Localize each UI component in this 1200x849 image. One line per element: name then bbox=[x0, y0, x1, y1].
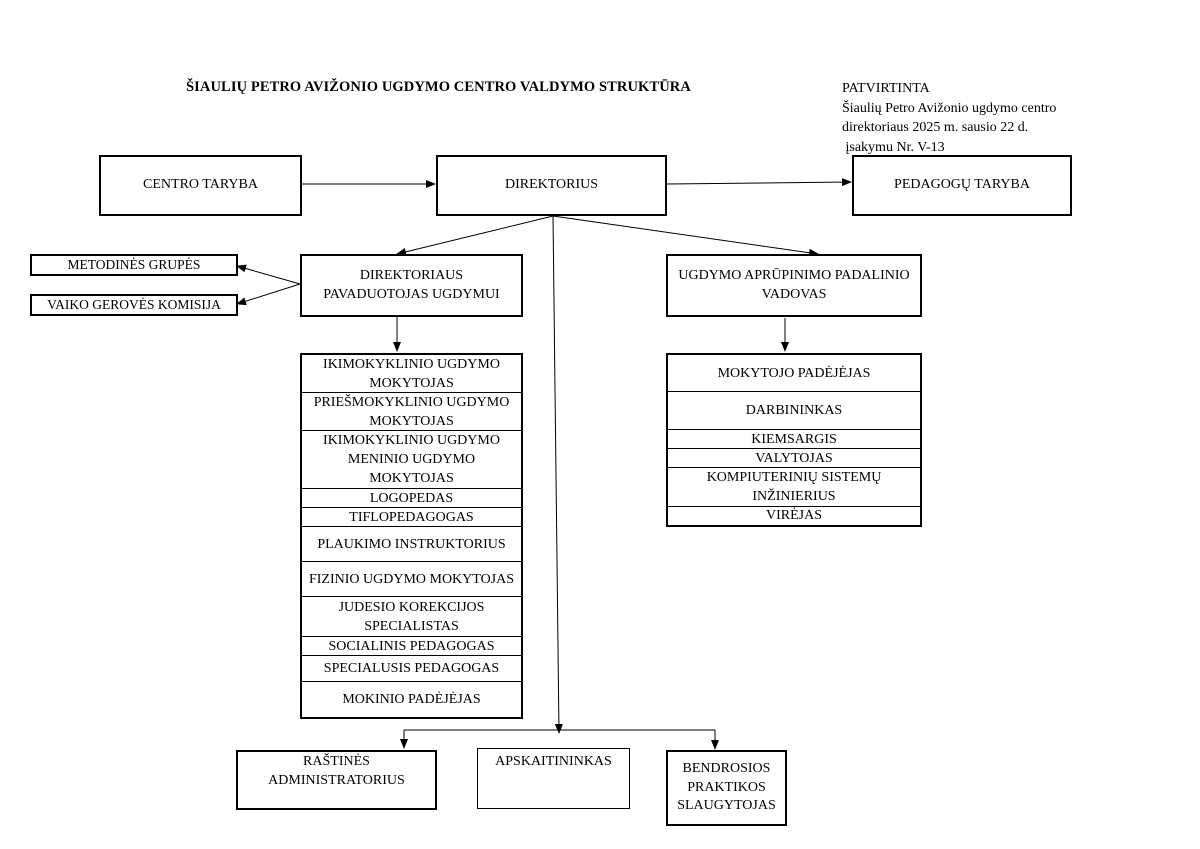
staff-item: IKIMOKYKLINIO UGDYMO MOKYTOJAS bbox=[302, 355, 521, 393]
staff-item: FIZINIO UGDYMO MOKYTOJAS bbox=[302, 562, 521, 597]
staff-item: PLAUKIMO INSTRUKTORIUS bbox=[302, 527, 521, 562]
box-rastines-administratorius: RAŠTINĖS ADMINISTRATORIUS bbox=[236, 750, 437, 810]
staff-item: PRIEŠMOKYKLINIO UGDYMO MOKYTOJAS bbox=[302, 393, 521, 431]
staff-item: MOKINIO PADĖJĖJAS bbox=[342, 691, 481, 707]
staff-item: JUDESIO KOREKCIJOS SPECIALISTAS bbox=[302, 597, 521, 637]
box-pedagogu-taryba: PEDAGOGŲ TARYBA bbox=[852, 155, 1072, 216]
box-direktorius: DIREKTORIUS bbox=[436, 155, 667, 216]
approval-line-2: Šiaulių Petro Avižonio ugdymo centro bbox=[842, 100, 1057, 116]
staff-item: KIEMSARGIS bbox=[668, 430, 920, 449]
box-vaiko-geroves-komisija: VAIKO GEROVĖS KOMISIJA bbox=[30, 294, 238, 316]
staff-item: LOGOPEDAS bbox=[302, 489, 521, 508]
approval-line-1: PATVIRTINTA bbox=[842, 81, 930, 96]
staff-item: VALYTOJAS bbox=[668, 449, 920, 468]
box-slaugytojas: BENDROSIOS PRAKTIKOS SLAUGYTOJAS bbox=[666, 750, 787, 826]
box-apskaitininkas: APSKAITININKAS bbox=[477, 748, 630, 809]
staff-item: DARBININKAS bbox=[668, 392, 920, 430]
staff-item: SOCIALINIS PEDAGOGAS bbox=[302, 637, 521, 656]
support-staff-list: MOKYTOJO PADĖJĖJAS DARBININKAS KIEMSARGI… bbox=[666, 353, 922, 527]
box-pavaduotojas-ugdymui: DIREKTORIAUS PAVADUOTOJAS UGDYMUI bbox=[300, 254, 523, 317]
staff-item: SPECIALUSIS PEDAGOGAS bbox=[302, 656, 521, 682]
staff-item: KOMPIUTERINIŲ SISTEMŲ INŽINIERIUS bbox=[668, 468, 920, 507]
approval-line-3: direktoriaus 2025 m. sausio 22 d. bbox=[842, 120, 1029, 135]
box-metodines-grupes: METODINĖS GRUPĖS bbox=[30, 254, 238, 276]
approval-line-4: įsakymu Nr. V-13 bbox=[842, 139, 945, 155]
staff-item: IKIMOKYKLINIO UGDYMO MENINIO UGDYMO MOKY… bbox=[302, 431, 521, 489]
box-centro-taryba: CENTRO TARYBA bbox=[99, 155, 302, 216]
page-title: ŠIAULIŲ PETRO AVIŽONIO UGDYMO CENTRO VAL… bbox=[186, 79, 691, 95]
box-aprupinimo-vadovas: UGDYMO APRŪPINIMO PADALINIO VADOVAS bbox=[666, 254, 922, 317]
approval-note: PATVIRTINTA Šiaulių Petro Avižonio ugdym… bbox=[842, 79, 1056, 157]
staff-item: MOKYTOJO PADĖJĖJAS bbox=[668, 355, 920, 392]
staff-item: TIFLOPEDAGOGAS bbox=[302, 508, 521, 527]
education-staff-list: IKIMOKYKLINIO UGDYMO MOKYTOJAS PRIEŠMOKY… bbox=[300, 353, 523, 719]
staff-item: VIRĖJAS bbox=[765, 508, 822, 523]
